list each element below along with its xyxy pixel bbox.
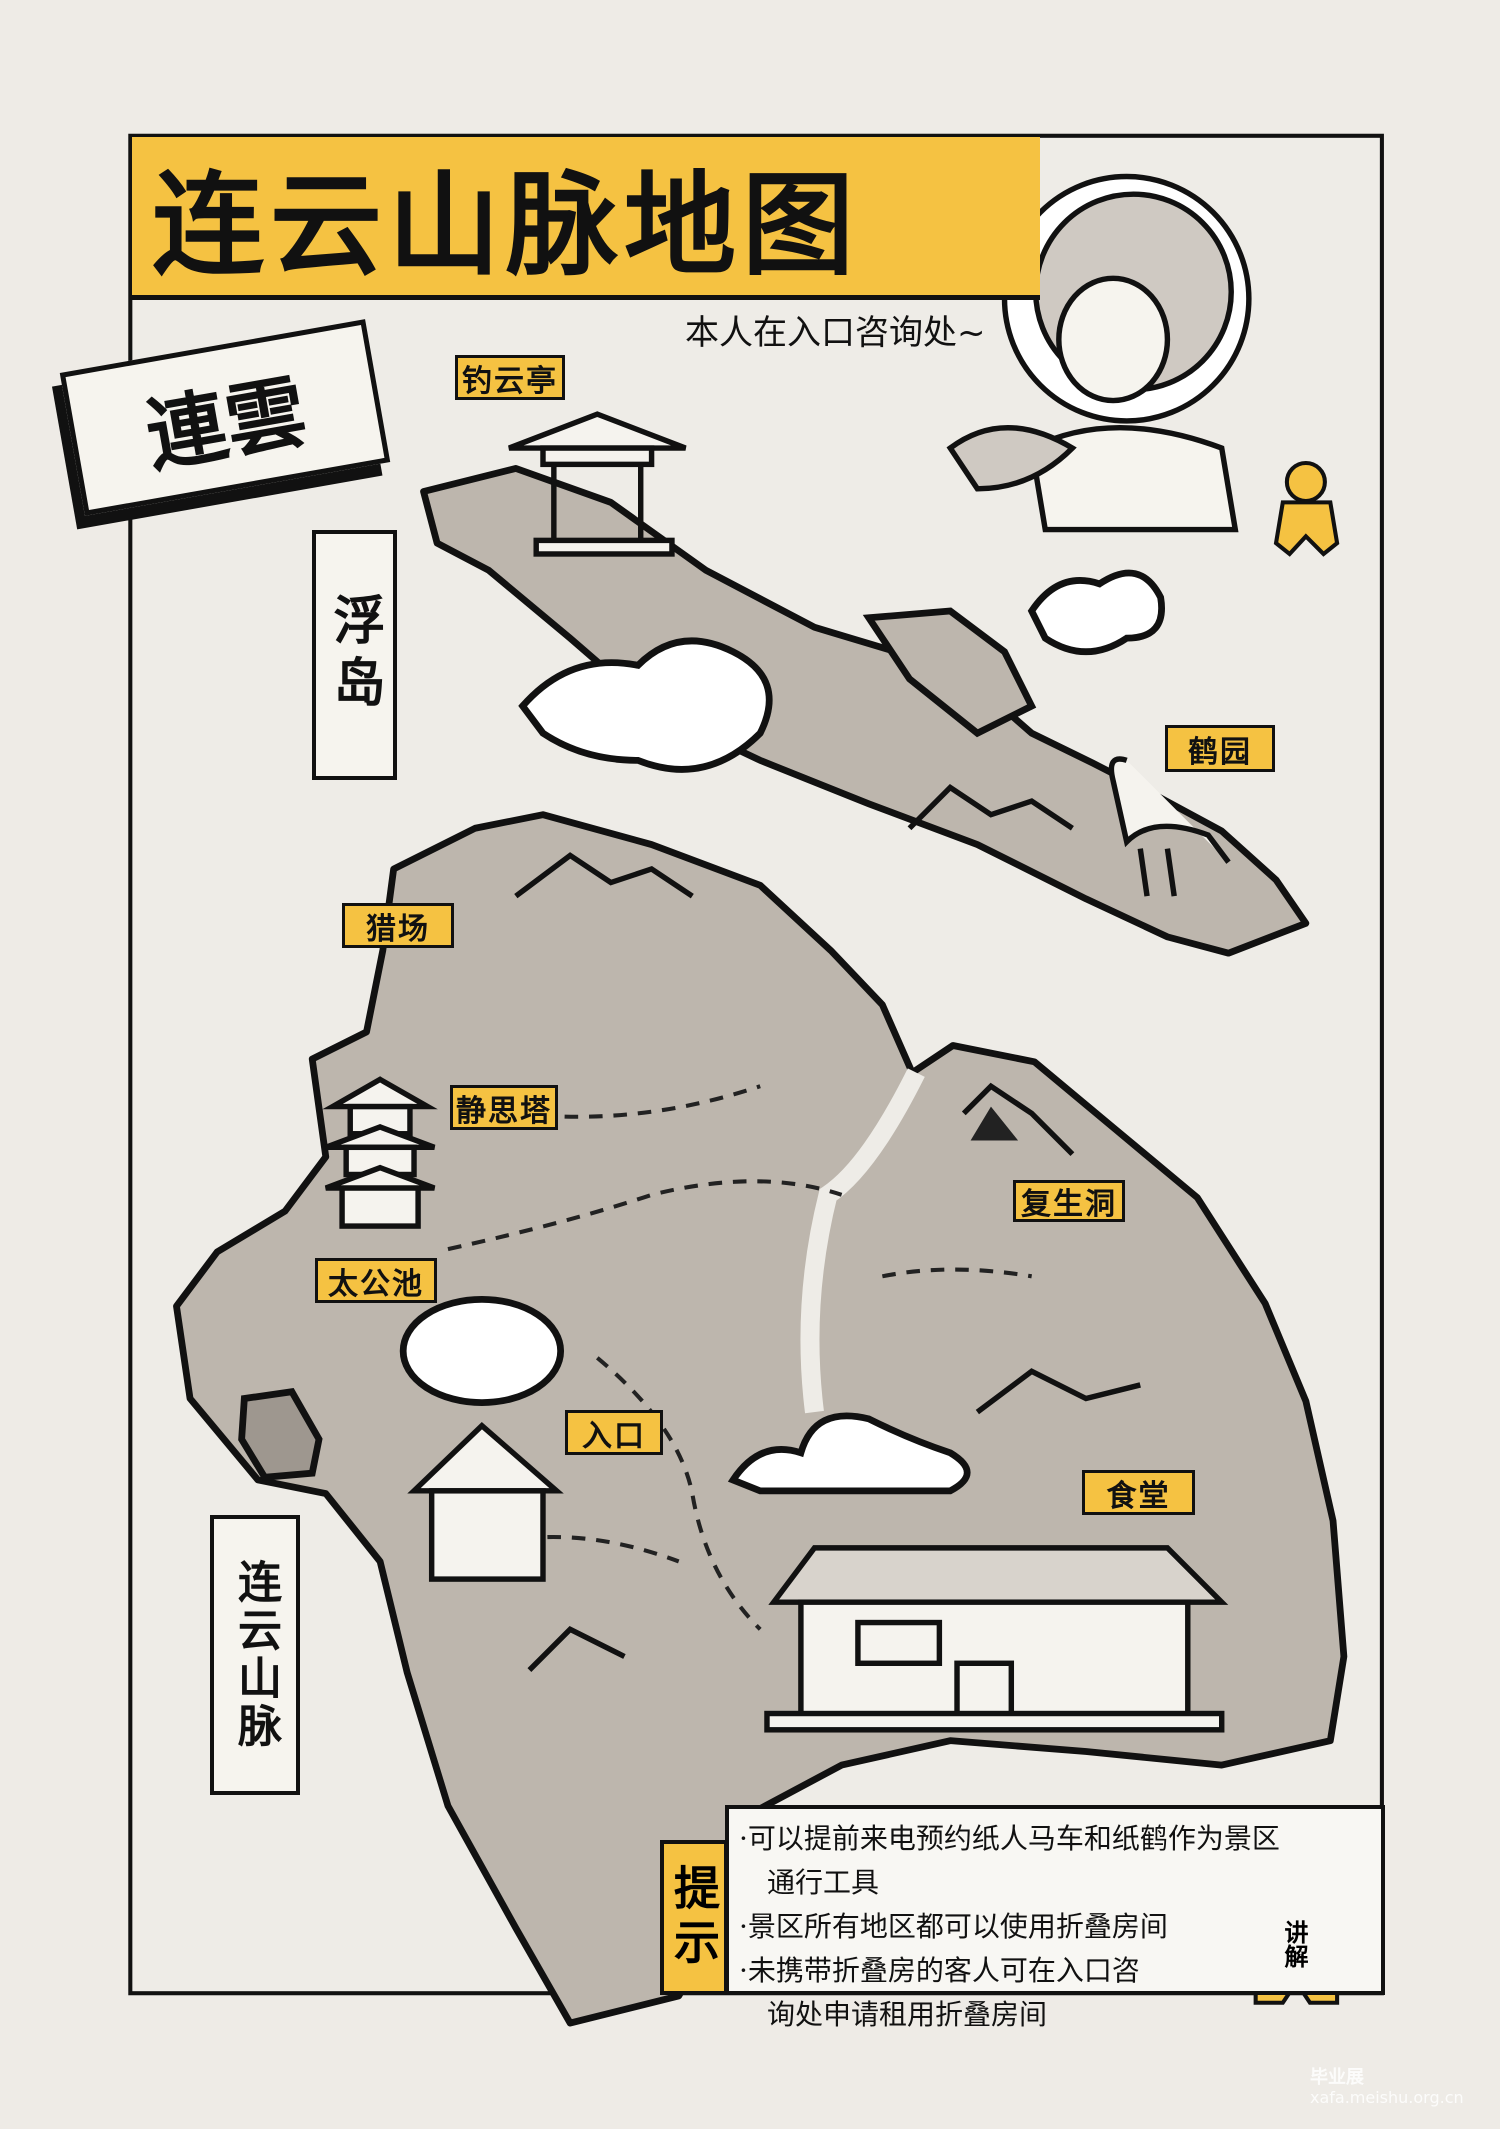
tip-3-line-1: ·未携带折叠房的客人可在入口咨 [739,1954,1140,1987]
watermark-line-1: 毕业展 [1310,2067,1364,2088]
watermark-line-2: xafa.meishu.org.cn [1310,2088,1464,2107]
canteen-building-drawing [764,1545,1229,1733]
crane-drawing [1108,756,1231,897]
tip-3-line-2: 询处申请租用折叠房间 [767,1998,1048,2031]
label-crane-garden[interactable]: 鹤园 [1165,725,1275,772]
tip-1-line-1: ·可以提前来电预约纸人马车和纸鹤作为景区 [739,1822,1280,1855]
cloud [727,1412,971,1495]
character-speech: 本人在入口咨询处~ [685,313,986,353]
taigong-pond-lake [399,1296,565,1406]
page-title: 连云山脉地图 [132,137,1040,300]
sign-mountain-range: 连云山脉 [210,1515,300,1795]
island-fragment [862,607,1037,738]
sign-mountain-range-text: 连云山脉 [230,1559,281,1751]
tip-1-line-2: 通行工具 [767,1866,880,1899]
cloud [518,637,773,773]
tips-heading: 提示 [667,1863,721,1972]
tips-heading-tab: 提示 [660,1840,728,1995]
yellow-figure-icon [1273,460,1340,557]
label-taigong-pond[interactable]: 太公池 [315,1258,437,1303]
guide-character-drawing [946,173,1252,533]
label-entrance[interactable]: 入口 [565,1410,663,1455]
label-meditation-tower[interactable]: 静思塔 [450,1085,558,1130]
fishing-pavilion-drawing [508,411,687,557]
label-fishing-pavilion[interactable]: 钓云亭 [455,355,565,400]
watermark: 毕业展 xafa.meishu.org.cn [1310,2068,1464,2108]
mountain [514,784,1141,1672]
cloud [1027,569,1165,656]
guide-label: 讲解 [1280,1920,1308,1968]
sign-floating-island-text: 浮岛 [324,593,384,717]
meditation-tower-drawing [322,1076,438,1229]
tips-panel: ·可以提前来电预约纸人马车和纸鹤作为景区 通行工具 ·景区所有地区都可以使用折叠… [725,1805,1385,2031]
cave-drawing [970,1106,1019,1141]
small-island [238,1388,323,1481]
entrance-building-drawing [407,1421,564,1582]
label-rebirth-cave[interactable]: 复生洞 [1013,1180,1125,1222]
sign-floating-island: 浮岛 [312,530,397,780]
tip-2-line-1: ·景区所有地区都可以使用折叠房间 [739,1910,1168,1943]
label-hunting-ground[interactable]: 猎场 [342,903,454,948]
label-canteen[interactable]: 食堂 [1082,1470,1195,1515]
river [800,1068,925,1414]
trail [447,1084,1033,1631]
